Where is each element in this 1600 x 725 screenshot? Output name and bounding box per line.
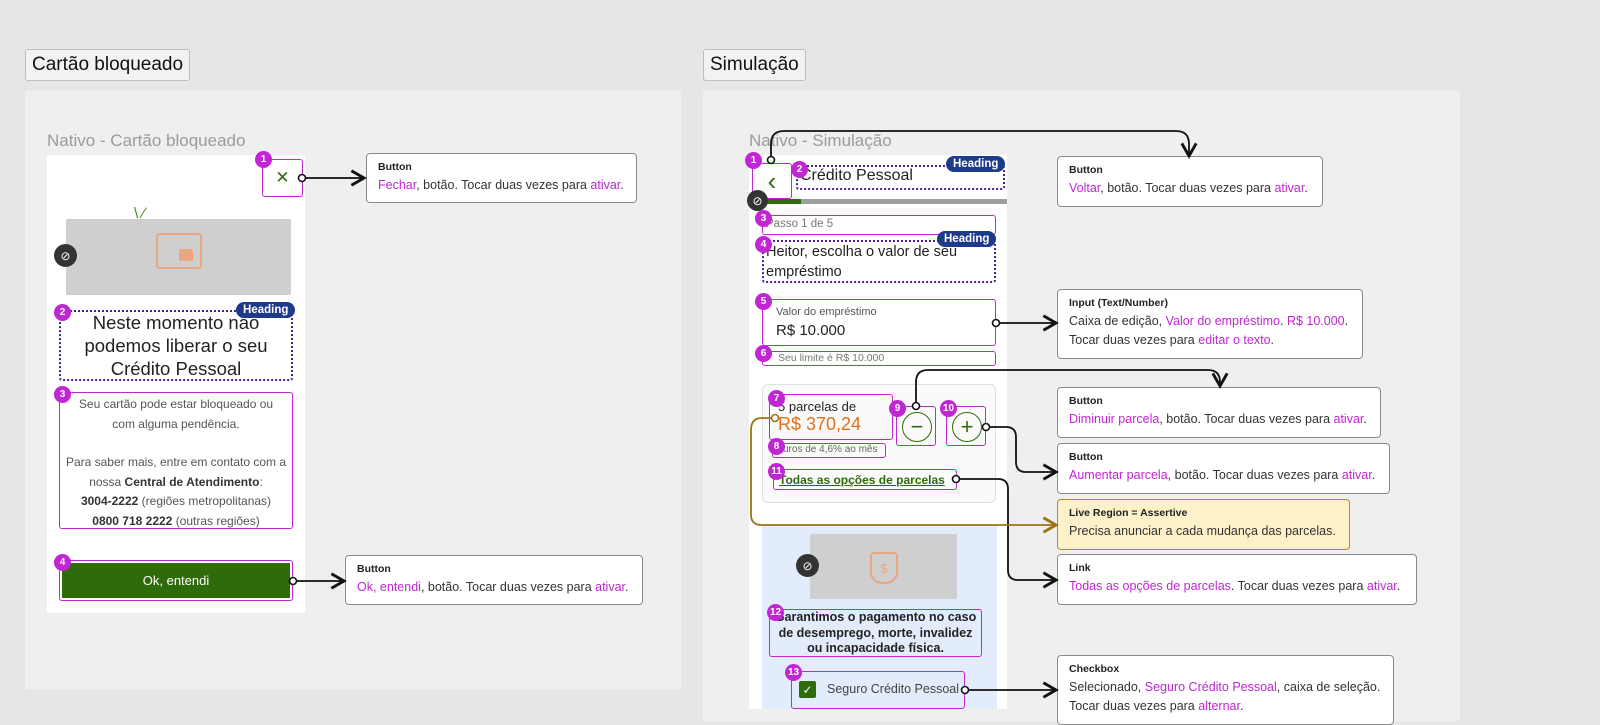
- progress-track: [749, 199, 1007, 204]
- guarantee-box: [769, 609, 982, 657]
- badge-r1: 1: [745, 152, 762, 169]
- progress-fill: [749, 199, 801, 204]
- interest-text: Juros de 4,6% ao mês: [778, 444, 878, 455]
- headline-box: [59, 310, 293, 381]
- screen-title-right: Nativo - Simulação: [749, 131, 892, 150]
- connector-link: [956, 478, 1059, 589]
- body-text: Seu cartão pode estar bloqueado ou com a…: [65, 397, 287, 528]
- badge-r2: 2: [791, 161, 808, 178]
- badge-r6: 6: [755, 345, 772, 362]
- badge-r3: 3: [755, 210, 772, 227]
- connector-minus: [915, 369, 1229, 406]
- heading-tag-title: Heading: [946, 156, 1006, 172]
- headline-text: Neste momento não podemos liberar o seu …: [84, 312, 268, 379]
- connector-plus: [986, 426, 1059, 481]
- step-text: Passo 1 de 5: [766, 218, 834, 230]
- badge-r10: 10: [940, 400, 957, 417]
- close-icon: ✕: [275, 168, 290, 187]
- badge-1: 1: [255, 151, 272, 168]
- connector-live-region: [750, 417, 1059, 534]
- question-box: [762, 240, 996, 283]
- connector-lines: [288, 130, 1229, 699]
- sparkle-icon: \ ∕: [134, 205, 145, 222]
- body-text-box: [59, 392, 293, 529]
- frame-tag-cartao-bloqueado: Cartão bloqueado: [25, 49, 191, 81]
- badge-r7: 7: [768, 390, 785, 407]
- lock-icon: [179, 249, 193, 261]
- badge-r8: 8: [768, 438, 785, 455]
- loan-amount-value: R$ 10.000: [776, 322, 846, 339]
- heading-tag-question: Heading: [937, 231, 997, 247]
- badge-2: 2: [54, 304, 71, 321]
- locked-card-illustration: \ ∕: [66, 205, 291, 295]
- plus-button[interactable]: +: [946, 406, 986, 446]
- loan-amount-label: Valor do empréstimo: [776, 306, 877, 318]
- annotation-back-button: Button Voltar, botão. Tocar duas vezes p…: [1057, 156, 1323, 207]
- all-options-text: Todas as opções de parcelas: [779, 473, 945, 487]
- annotation-plus-button: Button Aumentar parcela, botão. Tocar du…: [1057, 443, 1390, 494]
- guarantee-text: Garantimos o pagamento no caso de desemp…: [774, 610, 977, 655]
- annotation-minus-button: Button Diminuir parcela, botão. Tocar du…: [1057, 387, 1381, 438]
- loan-amount-input[interactable]: Valor do empréstimo R$ 10.000: [762, 299, 996, 346]
- connector-back: [770, 130, 1198, 160]
- annotation-link: Link Todas as opções de parcelas. Tocar …: [1057, 554, 1417, 605]
- badge-r9: 9: [889, 400, 906, 417]
- ok-button[interactable]: Ok, entendi: [62, 563, 290, 598]
- eye-off-icon: ⊘: [747, 190, 768, 211]
- minus-icon: −: [902, 412, 932, 442]
- eye-off-icon: ⊘: [796, 554, 819, 577]
- badge-r13: 13: [785, 664, 802, 681]
- annotation-ok-button: Button Ok, entendi, botão. Tocar duas ve…: [345, 555, 643, 605]
- installments-value: R$ 370,24: [778, 414, 862, 434]
- badge-r5: 5: [755, 293, 772, 310]
- ok-button-focus: Ok, entendi: [59, 560, 293, 601]
- question-heading: Heitor, escolha o valor de seu empréstim…: [766, 244, 958, 280]
- eye-off-icon: ⊘: [54, 244, 77, 267]
- badge-3: 3: [54, 386, 71, 403]
- card-icon: [156, 233, 202, 269]
- check-icon: ✓: [799, 681, 816, 698]
- chevron-left-icon: ‹: [767, 166, 777, 196]
- annotation-live-region: Live Region = Assertive Precisa anunciar…: [1057, 499, 1350, 550]
- frame-tag-simulacao: Simulação: [703, 49, 806, 81]
- badge-r12: 12: [767, 604, 784, 621]
- installments-box: 5 parcelas de R$ 370,24: [769, 394, 893, 440]
- installments-label: 5 parcelas de: [778, 399, 857, 414]
- badge-4: 4: [54, 554, 71, 571]
- app-title: Crédito Pessoal: [800, 167, 913, 184]
- annotation-close-button: Button Fechar, botão. Tocar duas vezes p…: [366, 153, 637, 203]
- insurance-label: Seguro Crédito Pessoal: [827, 682, 960, 696]
- badge-r4: 4: [755, 236, 772, 253]
- badge-r11: 11: [768, 463, 785, 480]
- shield-illustration: $: [810, 534, 957, 599]
- heading-tag-left: Heading: [236, 302, 296, 318]
- annotation-loan-input: Input (Text/Number) Caixa de edição, Val…: [1057, 289, 1363, 359]
- plus-icon: +: [952, 412, 982, 442]
- screen-title-left: Nativo - Cartão bloqueado: [47, 131, 246, 150]
- shield-icon: $: [870, 552, 898, 584]
- limit-text: Seu limite é R$ 10.000: [778, 352, 885, 364]
